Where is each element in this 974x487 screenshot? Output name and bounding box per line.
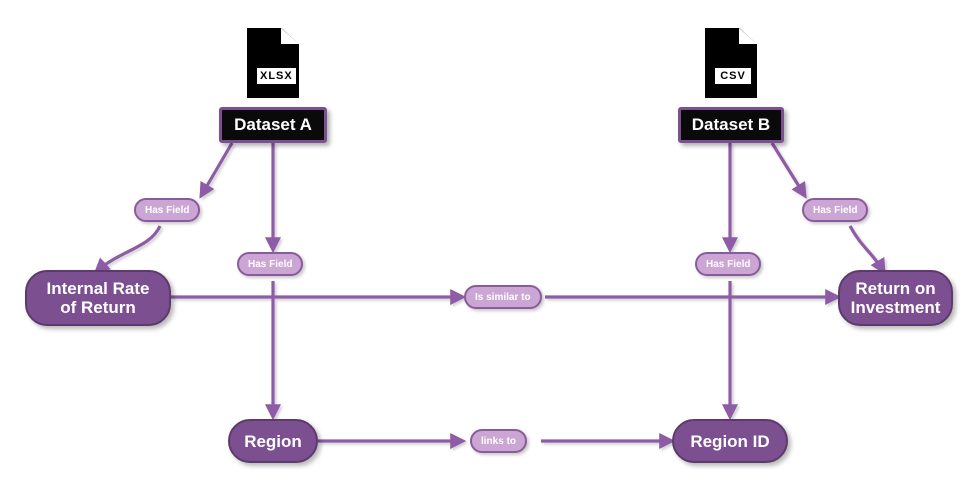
- edge-label-is-similar-to-text: Is similar to: [475, 291, 531, 303]
- edge-has-field-to-roi: [848, 225, 886, 275]
- node-dataset-a-label: Dataset A: [234, 115, 312, 134]
- edge-label-is-similar-to[interactable]: Is similar to: [464, 285, 542, 309]
- edge-label-has-field-a-irr[interactable]: Has Field: [134, 198, 201, 222]
- edge-label-has-field-b-roi-text: Has Field: [813, 204, 858, 216]
- csv-file-icon: CSV: [705, 28, 757, 98]
- node-dataset-b-label: Dataset B: [691, 115, 771, 134]
- node-region-label: Region: [244, 431, 302, 451]
- node-internal-rate-of-return[interactable]: Internal Rate of Return: [25, 270, 171, 326]
- edge-has-field-to-irr: [93, 225, 162, 275]
- edge-label-has-field-a-region-text: Has Field: [248, 258, 293, 270]
- edge-label-links-to-text: links to: [481, 435, 517, 447]
- node-region-id[interactable]: Region ID: [672, 419, 788, 463]
- node-return-on-investment[interactable]: Return on Investment: [838, 270, 953, 326]
- edge-label-has-field-a-irr-text: Has Field: [145, 204, 190, 216]
- node-dataset-b[interactable]: Dataset B: [678, 107, 784, 143]
- node-region[interactable]: Region: [228, 419, 318, 463]
- node-region-id-label: Region ID: [690, 431, 770, 451]
- node-return-on-investment-label: Return on Investment: [850, 279, 941, 317]
- edge-label-has-field-b-roi[interactable]: Has Field: [802, 198, 869, 222]
- node-internal-rate-of-return-label: Internal Rate of Return: [46, 279, 150, 317]
- edge-dataset-b-has-field-roi-diag: [770, 142, 807, 199]
- csv-file-icon-label: CSV: [713, 66, 753, 86]
- edge-label-has-field-b-region-id-text: Has Field: [706, 258, 751, 270]
- edge-label-has-field-b-region-id[interactable]: Has Field: [695, 252, 762, 276]
- xlsx-file-icon-label: XLSX: [255, 66, 298, 86]
- node-dataset-a[interactable]: Dataset A: [219, 107, 327, 143]
- edge-label-has-field-a-region[interactable]: Has Field: [237, 252, 304, 276]
- edge-dataset-a-has-field-irr-upper: [199, 142, 234, 199]
- edge-label-links-to[interactable]: links to: [470, 429, 528, 453]
- xlsx-file-icon: XLSX: [247, 28, 299, 98]
